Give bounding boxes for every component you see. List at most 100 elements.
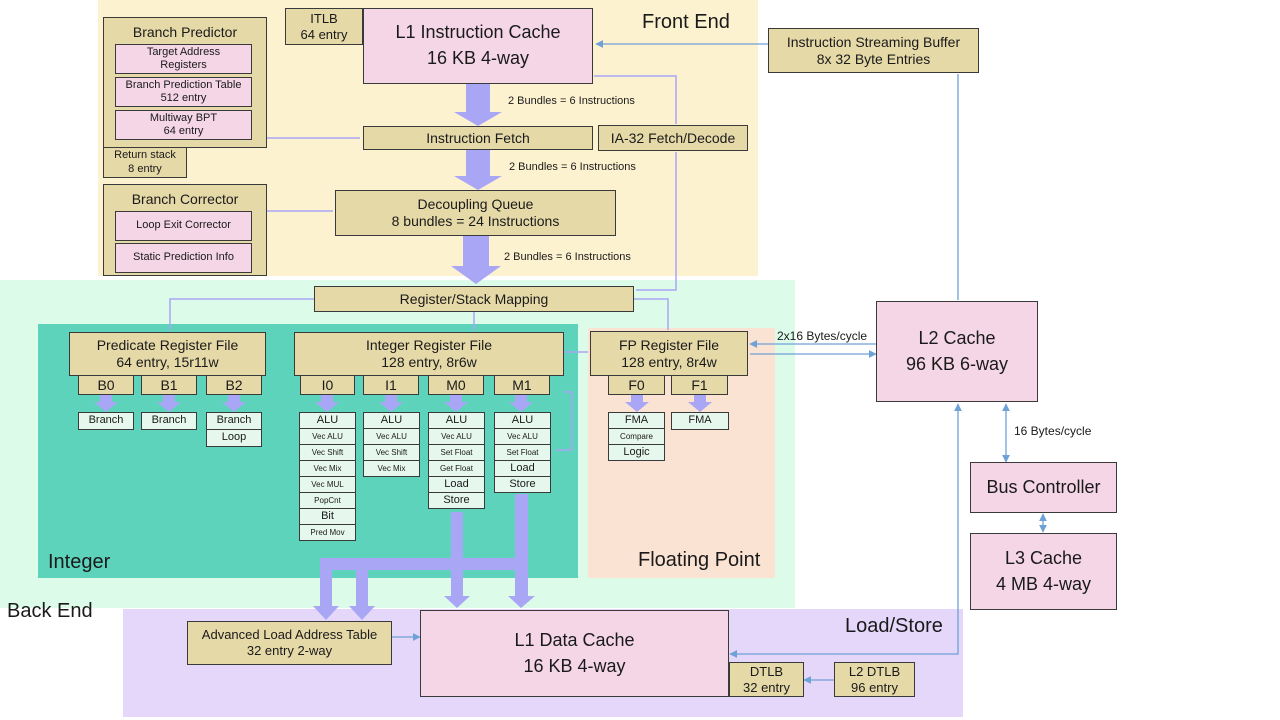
alat-name: Advanced Load Address Table <box>201 627 378 643</box>
port-i0: I0 <box>300 375 355 395</box>
instruction-fetch: Instruction Fetch <box>363 126 593 150</box>
port-i1-label: I1 <box>385 376 397 393</box>
integer-register-file: Integer Register File 128 entry, 8r6w <box>294 332 564 376</box>
unit-m1-vec-alu: Vec ALU <box>494 428 551 445</box>
port-b0: B0 <box>78 375 134 395</box>
tar-line2: Registers <box>160 59 207 71</box>
fat-arrow-icache-fetch <box>454 84 502 126</box>
unit-b0-branch: Branch <box>78 412 134 430</box>
instruction-streaming-buffer: Instruction Streaming Buffer 8x 32 Byte … <box>768 28 979 73</box>
l2dtlb-size: 96 entry <box>851 679 898 695</box>
unit-i0-pred-mov: Pred Mov <box>299 524 356 541</box>
unit-f0-compare: Compare <box>608 428 665 445</box>
unit-m1-store: Store <box>494 476 551 493</box>
bus-controller: Bus Controller <box>970 462 1117 513</box>
fprf-name: FP Register File <box>618 336 720 353</box>
multiway-bpt: Multiway BPT 64 entry <box>115 110 252 140</box>
ls-arrow-m1 <box>508 494 535 608</box>
bus-controller-label: Bus Controller <box>986 476 1101 497</box>
l1-data-cache: L1 Data Cache 16 KB 4-way <box>420 610 729 697</box>
port-i0-label: I0 <box>321 376 334 393</box>
port-i1: I1 <box>363 375 419 395</box>
arrow-i1 <box>379 394 403 412</box>
port-m1: M1 <box>494 375 550 395</box>
integer-title: Integer <box>48 551 111 573</box>
unit-m0-vec-alu: Vec ALU <box>428 428 485 445</box>
itlb-size: 64 entry <box>300 26 348 42</box>
branch-corrector-title: Branch Corrector <box>131 191 239 207</box>
port-f1: F1 <box>671 375 728 395</box>
loop-exit-corrector: Loop Exit Corrector <box>115 211 252 241</box>
unit-m0-get-float: Get Float <box>428 460 485 477</box>
target-address-registers: Target Address Registers <box>115 44 252 74</box>
mapping-to-pred <box>169 298 314 330</box>
l2-to-dcache <box>729 403 962 658</box>
front-end-title: Front End <box>642 11 730 33</box>
ia32-label: IA-32 Fetch/Decode <box>610 129 736 146</box>
l3-name: L3 Cache <box>1004 547 1083 568</box>
irf-size: 128 entry, 8r6w <box>381 354 477 370</box>
port-f0: F0 <box>608 375 665 395</box>
port-f0-label: F0 <box>628 376 645 393</box>
advanced-load-address-table: Advanced Load Address Table 32 entry 2-w… <box>187 621 392 665</box>
port-b2: B2 <box>206 375 262 395</box>
predicate-register-file: Predicate Register File 64 entry, 15r11w <box>69 332 266 376</box>
alat-size: 32 entry 2-way <box>246 643 333 658</box>
l2-name: L2 Cache <box>918 327 996 348</box>
rs-line1: Return stack <box>114 149 176 162</box>
mbpt-line1: Multiway BPT <box>149 111 218 124</box>
unit-m1-set-float: Set Float <box>494 444 551 461</box>
mapping-to-fp <box>634 298 669 330</box>
l2-size: 96 KB 6-way <box>905 353 1009 374</box>
bpt-line2: 512 entry <box>160 92 207 104</box>
register-stack-mapping: Register/Stack Mapping <box>314 286 634 312</box>
arrow-f1 <box>688 394 712 412</box>
static-pred-label: Static Prediction Info <box>133 251 234 264</box>
port-b1-label: B1 <box>160 376 178 393</box>
l1-icache-size: 16 KB 4-way <box>426 48 530 68</box>
unit-i0-vec-mix: Vec Mix <box>299 460 356 477</box>
fp-register-file: FP Register File 128 entry, 8r4w <box>590 331 748 376</box>
l3-cache: L3 Cache 4 MB 4-way <box>970 533 1117 610</box>
fprf-size: 128 entry, 8r4w <box>621 353 717 370</box>
unit-i1-vec-shift: Vec Shift <box>363 444 420 461</box>
unit-f0-fma: FMA <box>608 412 665 429</box>
l1-icache-name: L1 Instruction Cache <box>395 22 561 43</box>
itlb: ITLB 64 entry <box>285 8 363 45</box>
loop-exit-label: Loop Exit Corrector <box>136 219 231 232</box>
tar-line1: Target Address <box>146 45 221 58</box>
m1-side <box>556 391 573 451</box>
unit-m0-load: Load <box>428 476 485 493</box>
ls-bus-vertical <box>451 512 463 570</box>
l1-instruction-cache: L1 Instruction Cache 16 KB 4-way <box>363 8 593 84</box>
port-f1-label: F1 <box>691 376 708 393</box>
port-m0-label: M0 <box>446 376 466 393</box>
unit-b1-branch: Branch <box>141 412 197 430</box>
dtlb-size: 32 entry <box>743 679 790 695</box>
arrow-b2 <box>222 394 246 412</box>
fat-arrow-fetch-queue <box>454 150 502 190</box>
unit-m0-store: Store <box>428 492 485 509</box>
unit-i0-vec-shift: Vec Shift <box>299 444 356 461</box>
unit-f0-logic: Logic <box>608 444 665 461</box>
dtlb: DTLB 32 entry <box>729 662 804 697</box>
arrow-m1 <box>509 394 533 412</box>
static-prediction-info: Static Prediction Info <box>115 243 252 273</box>
l2dtlb-name: L2 DTLB <box>848 663 901 679</box>
unit-f1-fma: FMA <box>671 412 729 430</box>
irf-name: Integer Register File <box>365 337 493 354</box>
unit-m1-load: Load <box>494 460 551 477</box>
l1d-size: 16 KB 4-way <box>523 655 626 676</box>
ls-arrow-alat-2 <box>349 558 375 620</box>
ia32-to-mapping <box>636 152 677 291</box>
bpt-line1: Branch Prediction Table <box>125 78 242 91</box>
return-stack: Return stack 8 entry <box>103 147 187 178</box>
port-m0: M0 <box>428 375 484 395</box>
unit-i1-vec-alu: Vec ALU <box>363 428 420 445</box>
itlb-name: ITLB <box>310 10 338 26</box>
decoupling-queue: Decoupling Queue 8 bundles = 24 Instruct… <box>335 190 616 236</box>
isb-name: Instruction Streaming Buffer <box>786 33 961 50</box>
bus-bandwidth-label: 16 Bytes/cycle <box>1014 424 1092 438</box>
port-m1-label: M1 <box>512 376 532 393</box>
unit-m1-alu: ALU <box>494 412 551 429</box>
